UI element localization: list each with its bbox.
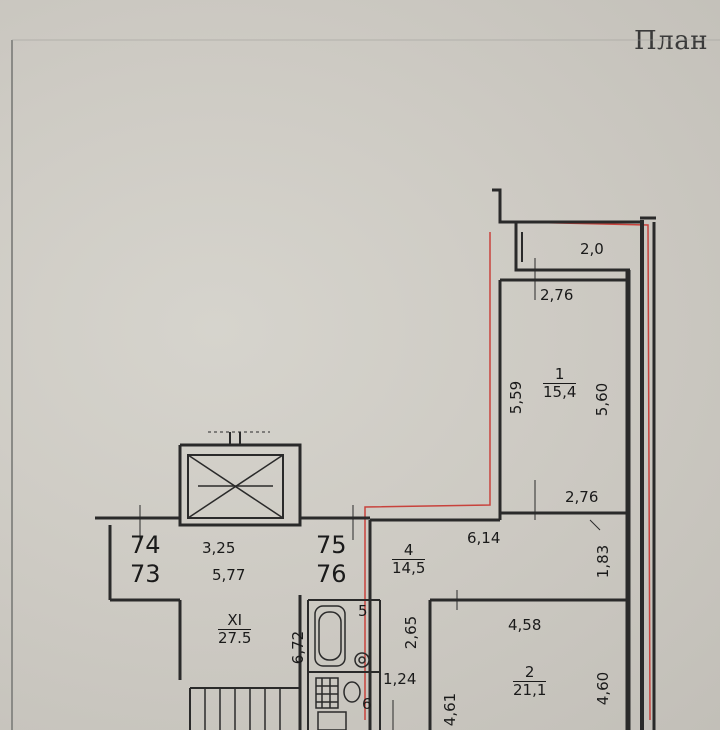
bath-bottom-fixture [317,711,347,730]
dim-room2-width: 4,58 [508,616,542,634]
dim-lobby-depth: 5,77 [212,566,246,584]
dim-room1-bottom-width: 2,76 [565,488,599,506]
room-2-area: 21,1 [513,681,547,700]
dim-balcony-width: 2,0 [580,240,604,258]
toilet [343,681,361,703]
room-5-number: 5 [358,602,368,620]
plan-title: План [634,26,709,56]
unit-number-73: 73 [130,560,161,588]
room-2-number: 2 [513,663,547,683]
balcony-post [492,188,516,224]
room-4-area: 14,5 [392,559,426,578]
balcony-outline [514,222,630,272]
unit-number-74: 74 [130,531,161,559]
dim-room1-left-height: 5,59 [507,380,526,415]
dim-room2-left-height: 4,61 [441,692,460,727]
room-xi-area: 27.5 [218,629,252,648]
room-4-label: 4 14,5 [392,541,426,578]
room-1-number: 1 [543,365,577,385]
room-6-number: 6 [362,695,372,713]
dim-hall-height: 1,83 [594,544,613,579]
dim-wc-width: 1,24 [383,670,417,688]
dim-hall-width: 6,14 [467,529,501,547]
bathtub [314,605,346,667]
dim-corridor-height: 6,72 [289,630,308,665]
sink [354,652,370,668]
room-1-area: 15,4 [543,383,577,402]
room-4-number: 4 [392,541,426,561]
room-xi-number: XI [218,611,252,631]
room-xi-label: XI 27.5 [218,611,252,648]
room-2-label: 2 21,1 [513,663,547,700]
apartment-boundary-left [364,232,491,720]
dim-room1-right-height: 5,60 [593,382,612,417]
dim-room1-top-width: 2,76 [540,286,574,304]
elevator-cabin [187,454,284,519]
dim-lobby-width: 3,25 [202,539,236,557]
dim-bath-height: 2,65 [402,615,421,650]
elevator-shaft-outer [178,443,302,527]
unit-number-76: 76 [316,560,347,588]
room-1-label: 1 15,4 [543,365,577,402]
dim-room2-right-height: 4,60 [594,671,613,706]
unit-number-75: 75 [316,531,347,559]
shower-grid [315,677,339,709]
